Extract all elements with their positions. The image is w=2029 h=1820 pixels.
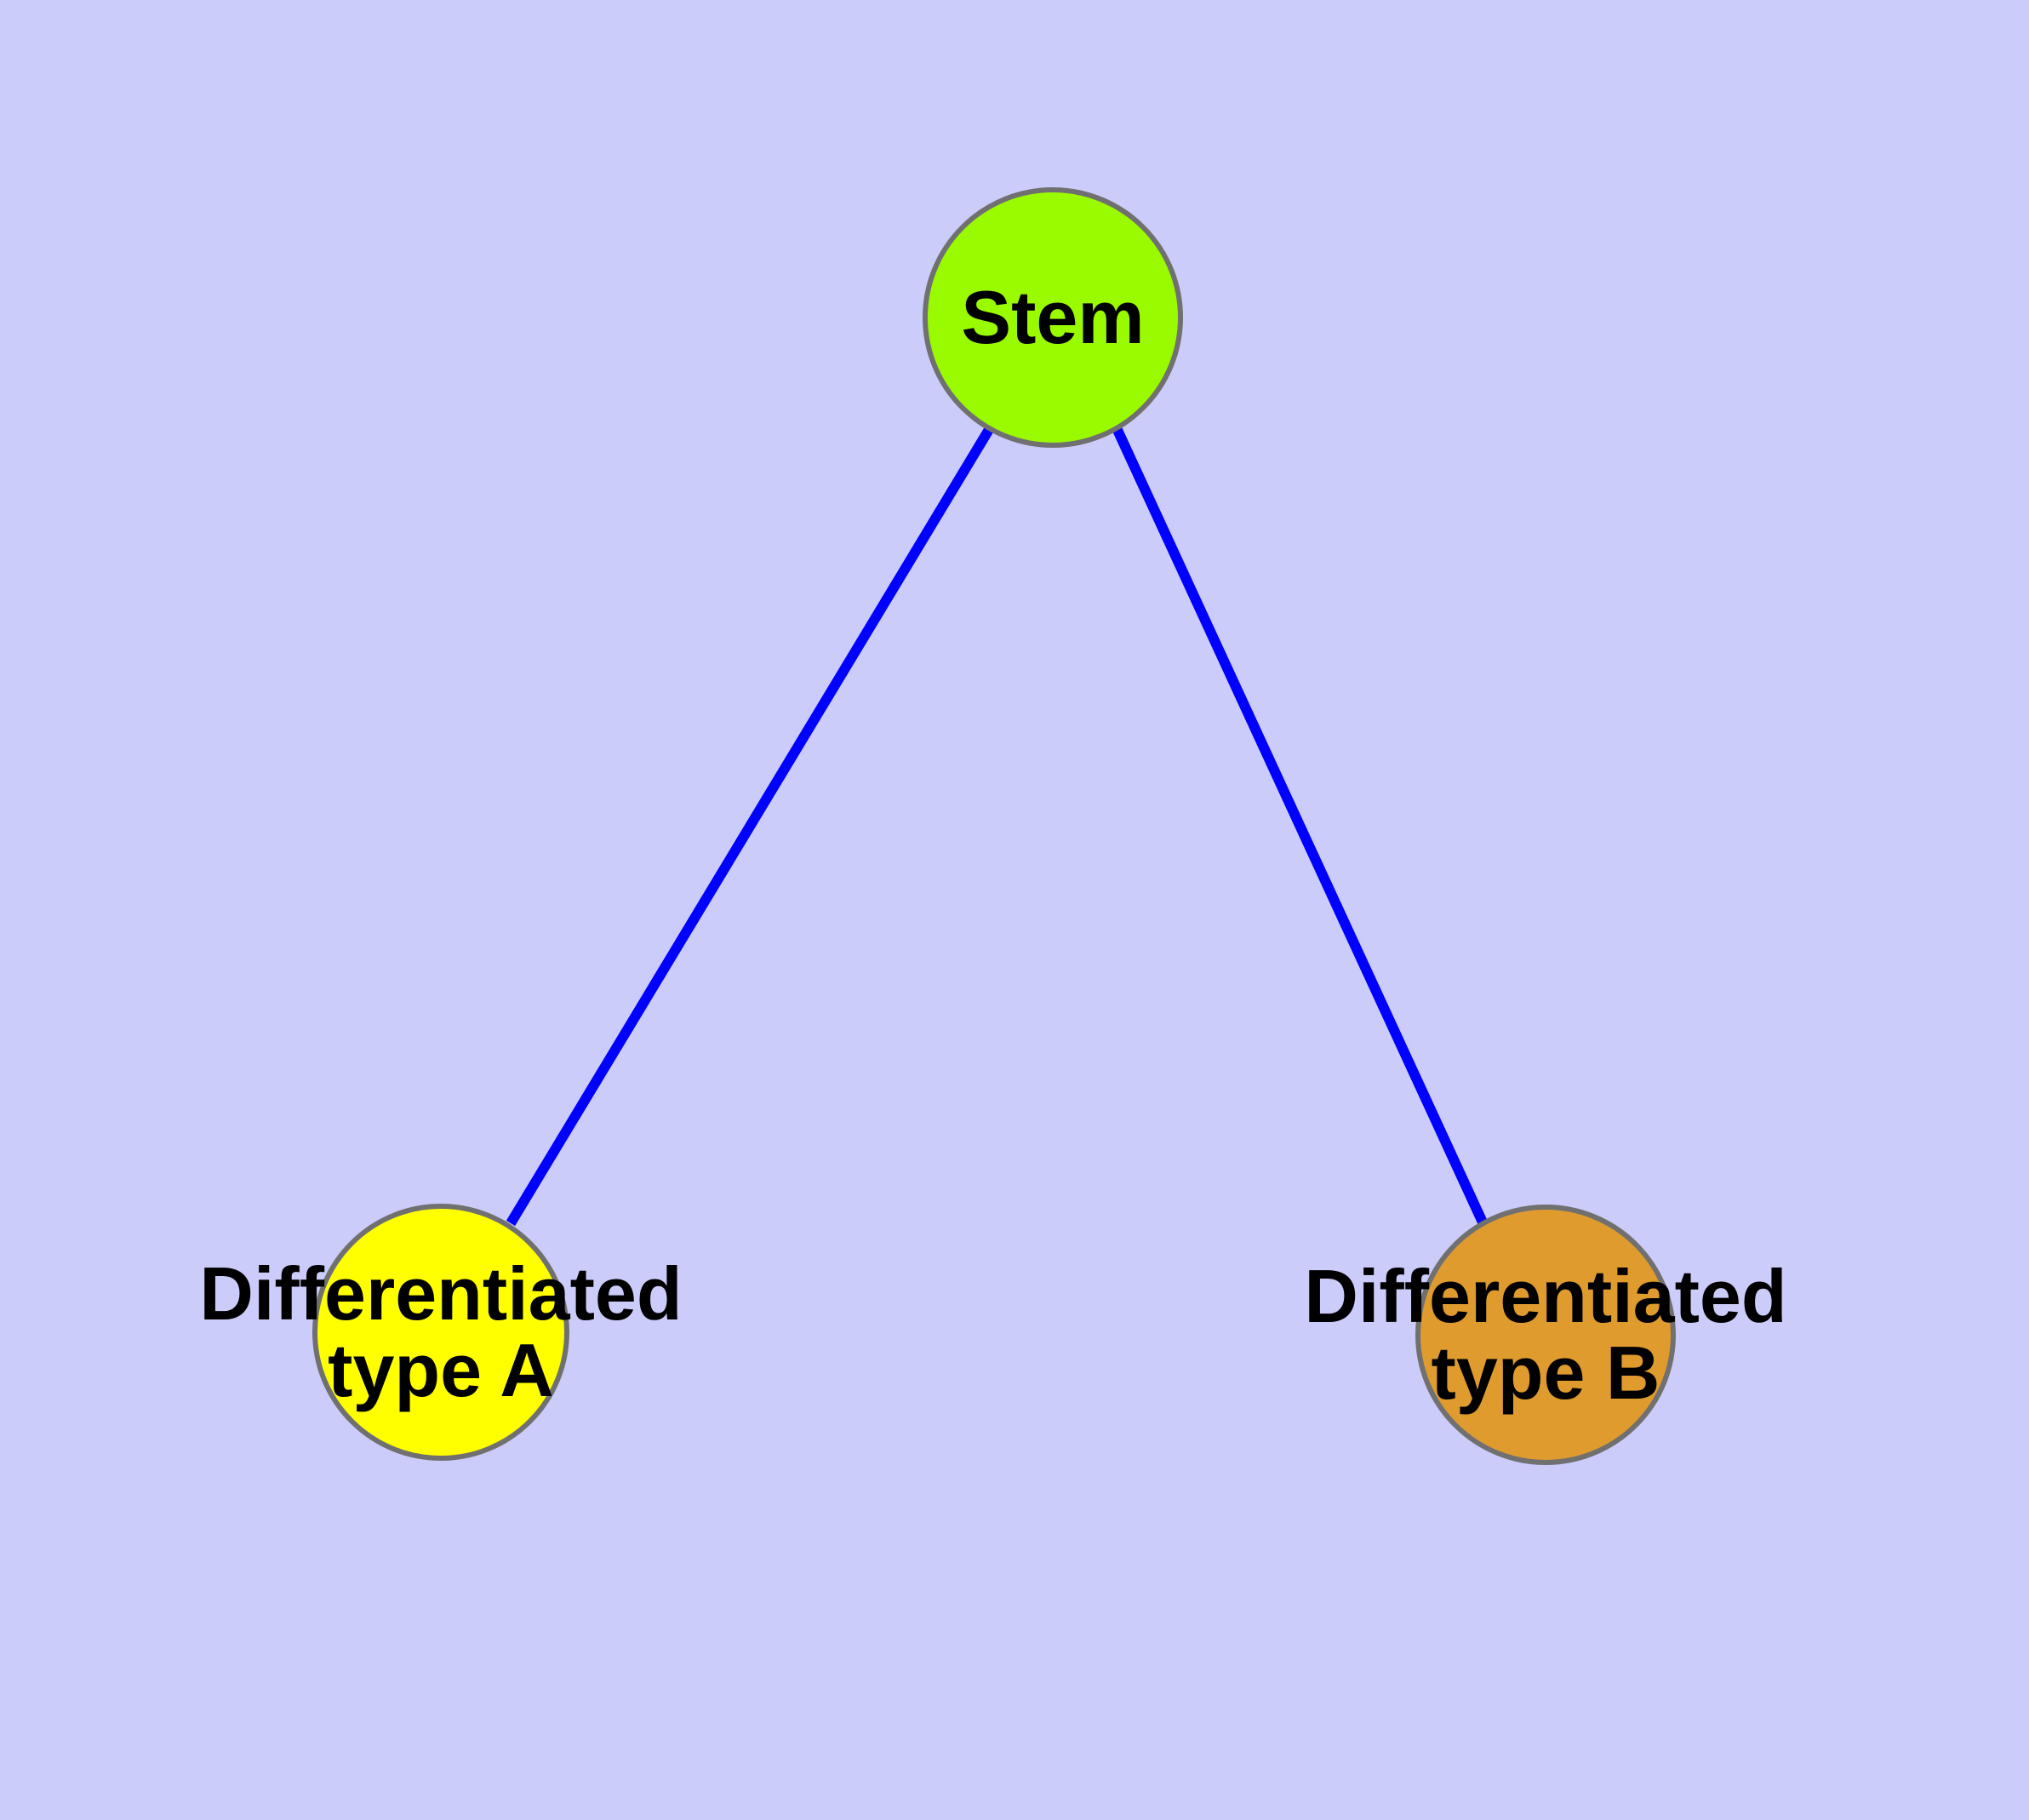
graph-node-label-line: type B (1432, 1331, 1660, 1415)
graph-node-stem[interactable] (923, 187, 1183, 448)
edges-layer (506, 425, 1489, 1227)
graph-node-label-line: Differentiated (199, 1251, 682, 1336)
graph-node-label-line: Differentiated (1304, 1254, 1786, 1338)
graph-node-diff_b[interactable] (1415, 1205, 1676, 1465)
graph-node-label-stem: Stem (961, 275, 1144, 359)
graph-node-label-line: type A (328, 1328, 554, 1412)
graph-node-label-line: Stem (961, 275, 1144, 359)
graph-node-diff_a[interactable] (312, 1204, 569, 1461)
graph-edge-stem-to-diff_a (506, 425, 995, 1227)
graph-edge-stem-to-diff_b (1112, 426, 1489, 1227)
nodes-layer (312, 187, 1676, 1465)
